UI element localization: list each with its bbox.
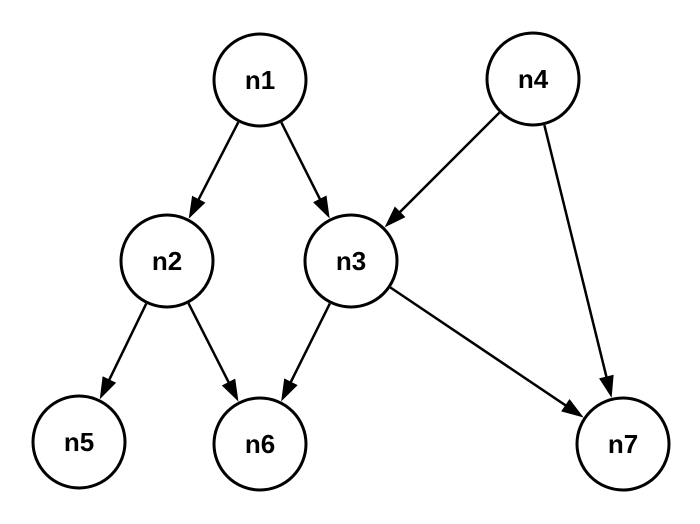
arrowhead-icon [281, 378, 298, 402]
edge-line [396, 111, 501, 216]
node-label: n4 [518, 64, 549, 94]
arrowhead-icon [599, 374, 614, 398]
node-n2: n2 [119, 213, 215, 309]
arrowhead-icon [99, 376, 117, 400]
edge-n3-n7 [389, 286, 584, 418]
node-label: n3 [336, 246, 366, 276]
node-n3: n3 [303, 213, 399, 309]
node-n5: n5 [31, 394, 127, 490]
node-label: n5 [64, 427, 94, 457]
arrowhead-icon [221, 378, 239, 402]
edge-n1-n3 [280, 121, 330, 219]
node-n4: n4 [485, 31, 581, 127]
edge-n4-n3 [384, 111, 501, 228]
edge-line [543, 124, 609, 381]
node-n1: n1 [212, 32, 308, 128]
node-circle [212, 396, 308, 492]
node-label: n2 [152, 246, 182, 276]
node-circle [119, 213, 215, 309]
edge-n2-n5 [99, 303, 148, 400]
edge-line [288, 302, 331, 386]
node-circle [485, 31, 581, 127]
edge-line [106, 303, 148, 384]
edge-line [389, 286, 570, 409]
node-label: n6 [245, 429, 275, 459]
arrowhead-icon [384, 206, 406, 228]
edge-line [187, 302, 232, 387]
edge-n3-n6 [281, 302, 331, 402]
node-n6: n6 [212, 396, 308, 492]
node-circle [575, 396, 671, 492]
edge-line [195, 121, 240, 204]
arrowhead-icon [188, 195, 206, 219]
arrowhead-icon [313, 195, 330, 219]
node-circle [303, 213, 399, 309]
node-n7: n7 [575, 396, 671, 492]
node-label: n1 [245, 65, 275, 95]
node-circle [31, 394, 127, 490]
edge-n1-n2 [188, 121, 240, 219]
arrowhead-icon [561, 398, 584, 418]
node-label: n7 [608, 429, 638, 459]
node-circle [212, 32, 308, 128]
edge-n2-n6 [187, 302, 239, 402]
edge-n4-n7 [543, 124, 614, 398]
edge-line [280, 121, 323, 204]
